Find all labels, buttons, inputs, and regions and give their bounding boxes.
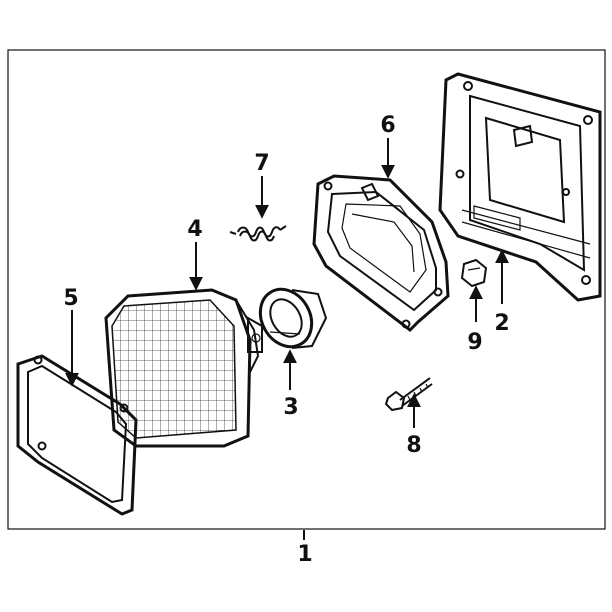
callout-5: 5 bbox=[63, 286, 78, 311]
callout-2: 2 bbox=[494, 311, 509, 336]
part-4-sealed-beam-lamp bbox=[104, 288, 263, 448]
callout-8: 8 bbox=[406, 433, 421, 458]
callout-7: 7 bbox=[254, 151, 269, 176]
part-9-clip-nut bbox=[460, 258, 488, 288]
callout-1: 1 bbox=[297, 542, 312, 567]
diagram-frame bbox=[7, 49, 606, 530]
part-6-headlamp-housing bbox=[312, 174, 450, 332]
leader-lines bbox=[65, 138, 509, 540]
callout-6: 6 bbox=[380, 113, 395, 138]
part-8-adjusting-screw bbox=[384, 377, 433, 412]
part-7-spring bbox=[229, 225, 287, 242]
callout-4: 4 bbox=[187, 217, 202, 242]
callout-9: 9 bbox=[467, 330, 482, 355]
callout-3: 3 bbox=[283, 395, 298, 420]
part-3-socket-boot bbox=[258, 287, 328, 349]
part-2-mounting-bracket bbox=[438, 72, 602, 302]
